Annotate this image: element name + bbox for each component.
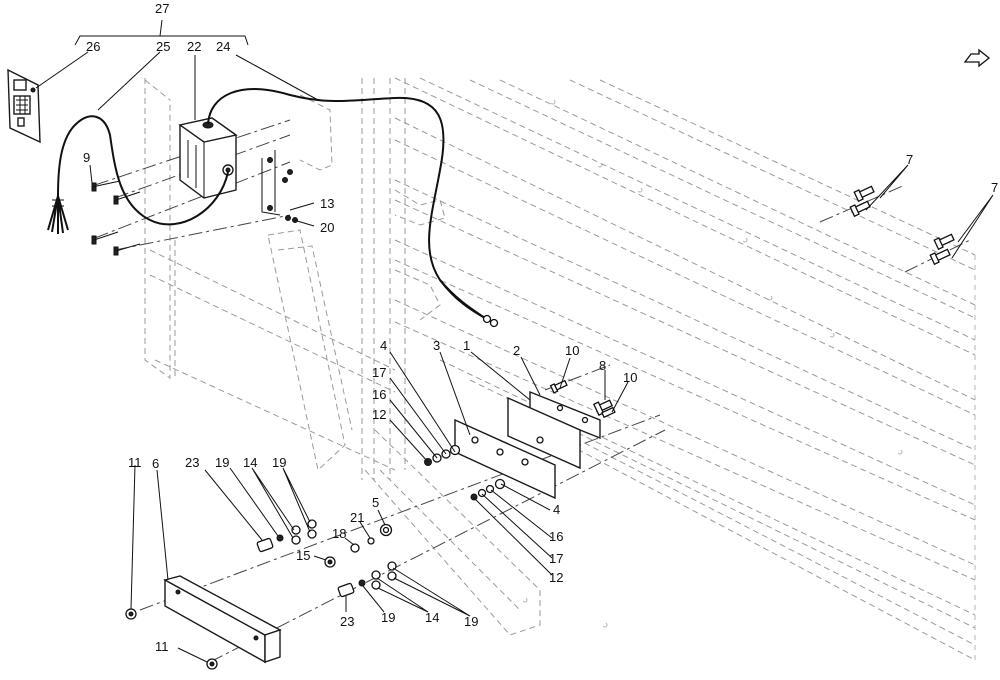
callout-22: 22 (187, 39, 201, 54)
assembly-center-lines (94, 119, 971, 663)
callout-23-lower: 23 (340, 614, 354, 629)
mounting-bracket-13-20 (261, 150, 298, 223)
wiring-harness (47, 88, 499, 328)
control-box (178, 117, 238, 199)
callout-1: 1 (463, 338, 470, 353)
callout-2: 2 (513, 343, 520, 358)
callout-23-upper: 23 (185, 455, 199, 470)
lower-bracket (163, 575, 282, 664)
callout-17-lower: 17 (549, 551, 563, 566)
callout-5: 5 (372, 495, 379, 510)
callout-labels: 27 26 25 22 24 9 13 20 7 7 4 3 1 2 10 8 … (83, 1, 998, 654)
callout-21: 21 (350, 510, 364, 525)
callout-14-lower: 14 (425, 610, 439, 625)
callout-4-upper: 4 (380, 338, 387, 353)
callout-3: 3 (433, 338, 440, 353)
callout-24: 24 (216, 39, 230, 54)
callout-26: 26 (86, 39, 100, 54)
callout-16-lower: 16 (549, 529, 563, 544)
callout-7-lower: 7 (991, 180, 998, 195)
callout-20: 20 (320, 220, 334, 235)
callout-12-upper: 12 (372, 407, 386, 422)
callout-14-upper: 14 (243, 455, 257, 470)
callout-11-upper: 11 (128, 455, 142, 470)
callout-11-lower: 11 (155, 639, 169, 654)
callout-10-upper: 10 (565, 343, 579, 358)
spacer-hardware-lower (256, 519, 397, 598)
callout-7-upper: 7 (906, 152, 913, 167)
callout-10-lower: 10 (623, 370, 637, 385)
box-mounting-screws (91, 180, 141, 256)
circuit-board (7, 68, 41, 144)
mounting-plates (454, 390, 601, 500)
callout-leaders (35, 19, 994, 663)
callout-15: 15 (296, 548, 310, 563)
callout-17-upper: 17 (372, 365, 386, 380)
callout-12-lower: 12 (549, 570, 563, 585)
callout-25: 25 (156, 39, 170, 54)
lock-nuts (125, 608, 218, 670)
callout-16-upper: 16 (372, 387, 386, 402)
callout-9: 9 (83, 150, 90, 165)
callout-19-b: 19 (272, 455, 286, 470)
callout-18: 18 (332, 526, 346, 541)
callout-19-d: 19 (464, 614, 478, 629)
callout-27: 27 (155, 1, 169, 16)
frame-bolts-7 (849, 185, 955, 266)
callout-19-a: 19 (215, 455, 229, 470)
callout-19-c: 19 (381, 610, 395, 625)
callout-4-lower: 4 (553, 502, 560, 517)
next-page-arrow-icon[interactable] (963, 48, 991, 68)
callout-13: 13 (320, 196, 334, 211)
callout-8: 8 (599, 358, 606, 373)
callout-6: 6 (152, 456, 159, 471)
